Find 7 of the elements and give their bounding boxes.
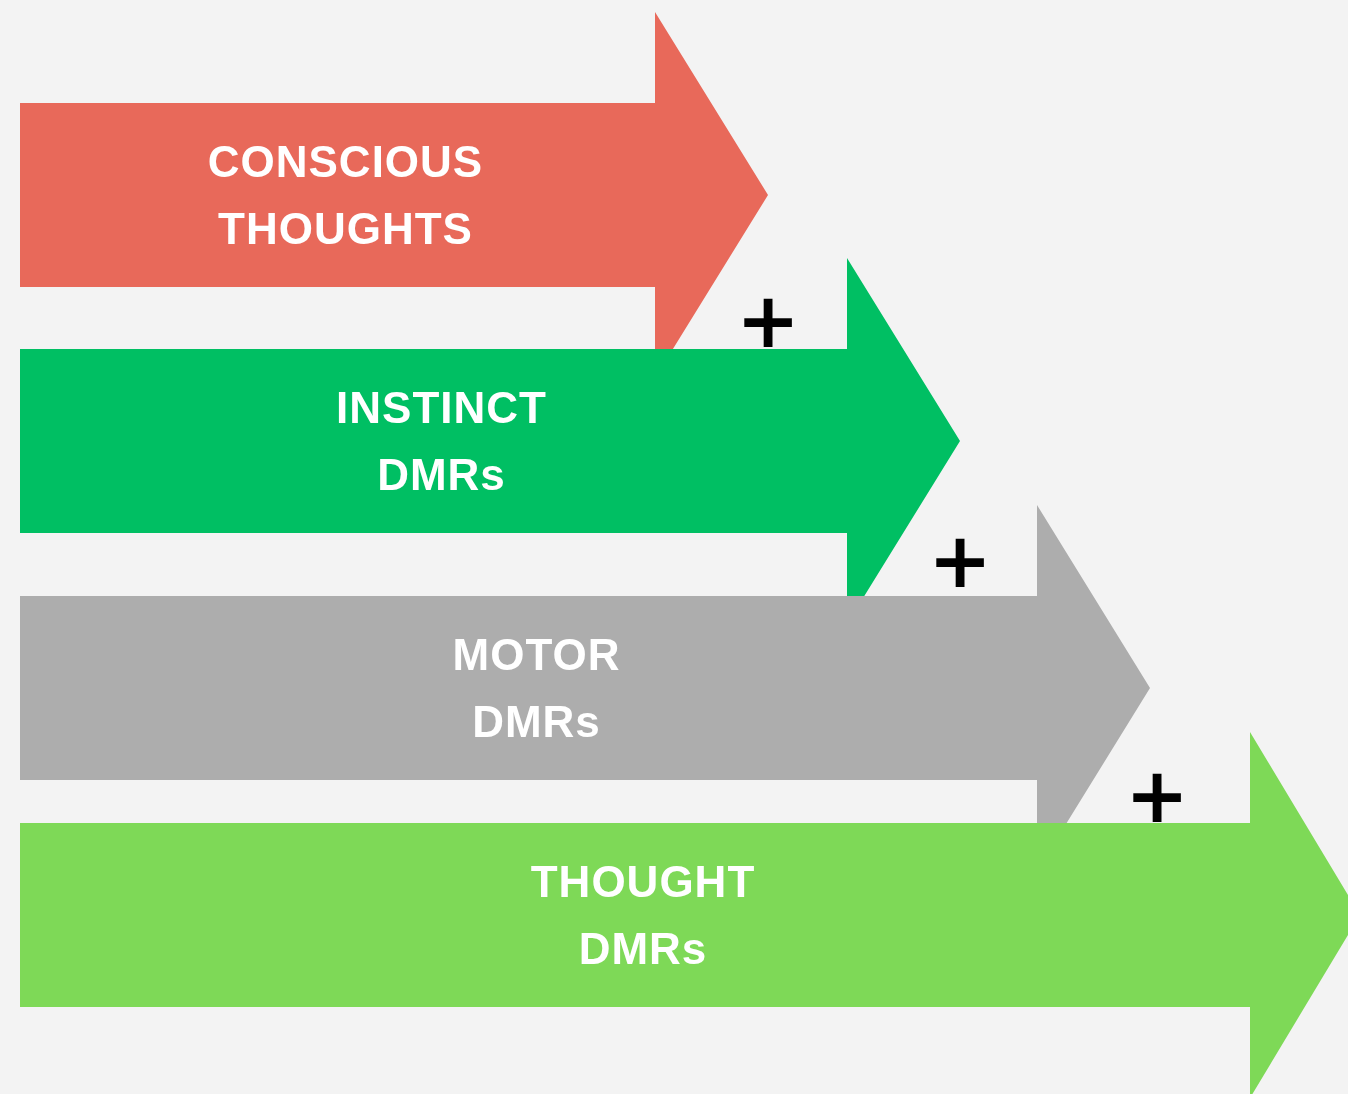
plus-sign: + [1125, 766, 1189, 826]
arrow-label: THOUGHT DMRs [530, 856, 756, 975]
plus-sign: + [736, 291, 800, 351]
arrow-label: INSTINCT DMRs [336, 382, 547, 501]
arrow-label: MOTOR DMRs [452, 629, 621, 748]
plus-sign: + [928, 531, 992, 591]
arrow-label: CONSCIOUS THOUGHTS [207, 136, 484, 255]
